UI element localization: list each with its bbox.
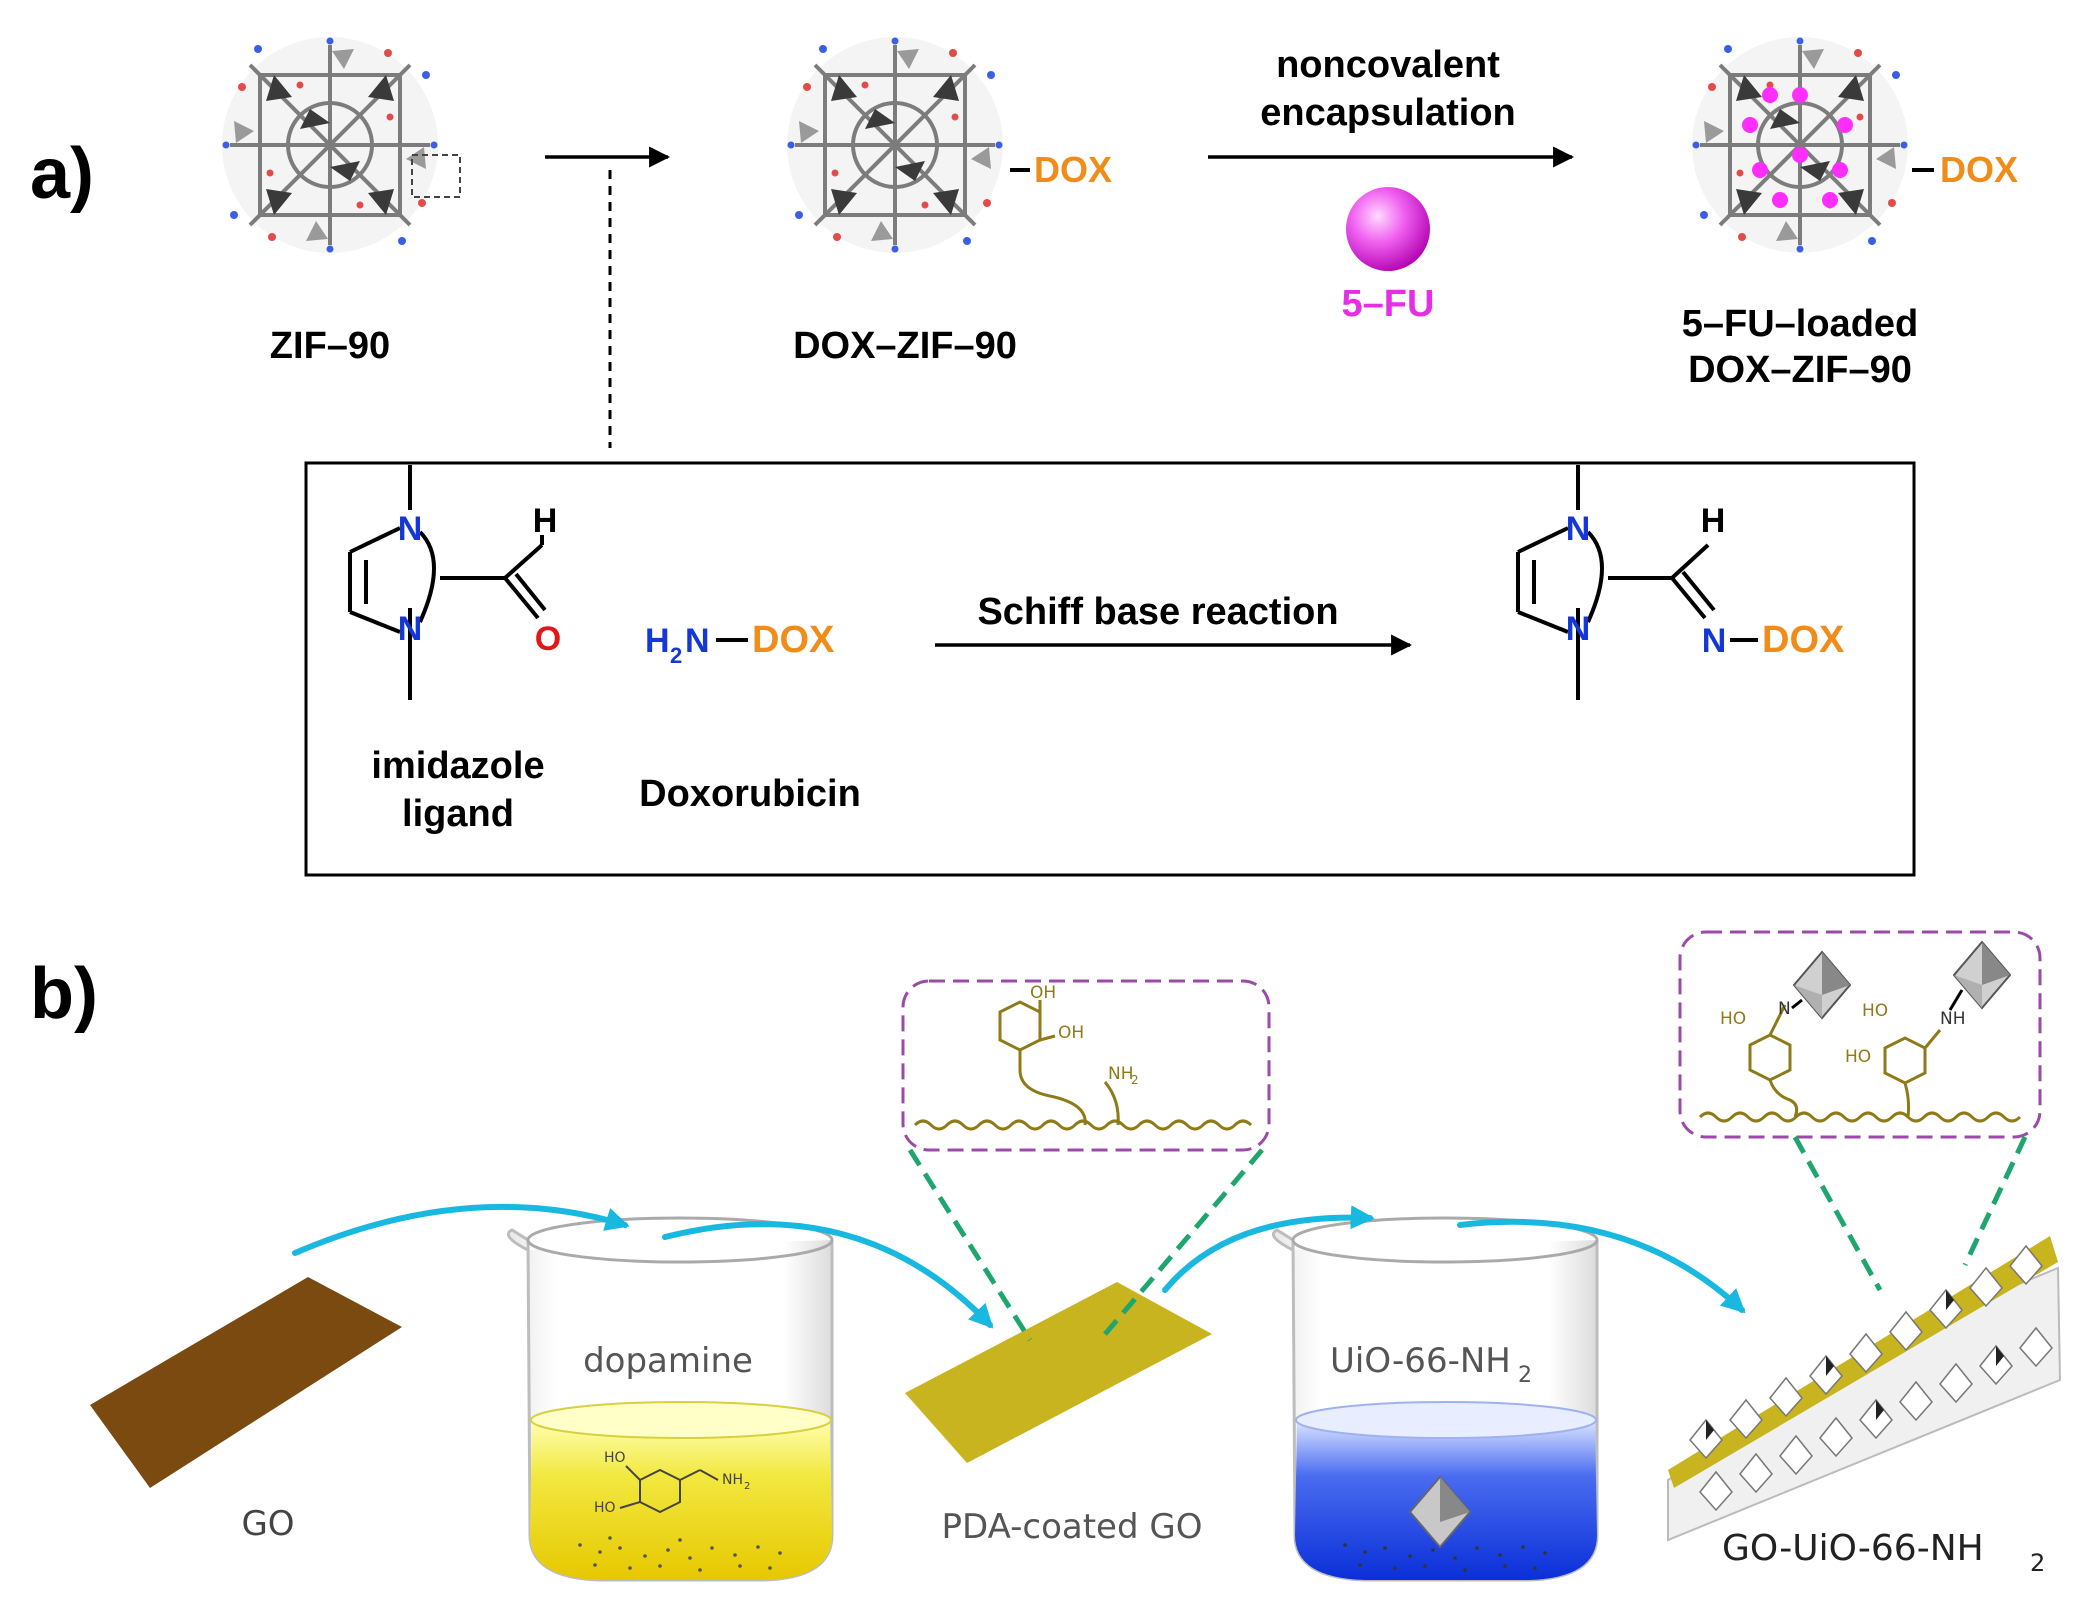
step2-label-line2: encapsulation — [1260, 92, 1516, 134]
product-n-bottom: N — [1566, 610, 1591, 648]
pda-inset-box — [901, 979, 1271, 1152]
ligand-label-line2: ligand — [402, 793, 514, 835]
pda-go-sheet — [905, 1282, 1212, 1463]
dox-tag-1: DOX — [1034, 149, 1112, 190]
ligand-label-line1: imidazole — [371, 745, 544, 787]
process-arrows — [292, 1203, 1746, 1329]
uio-inset-ho2: HO — [1862, 1001, 1888, 1021]
doxorubicin-label: Doxorubicin — [639, 773, 861, 815]
pda-inset-oh1: OH — [1030, 983, 1056, 1003]
pda-inset-nh2-sub: 2 — [1131, 1073, 1139, 1087]
uio-label-sub: 2 — [1518, 1363, 1532, 1388]
pda-inset-oh2: OH — [1058, 1023, 1084, 1043]
5fu-loaded-dots — [1742, 87, 1853, 208]
uio-inset-callout-left — [1792, 1135, 1883, 1292]
pda-inset-structure — [913, 1000, 1253, 1131]
product-h: H — [1701, 502, 1726, 540]
uio-inset-structure — [1698, 1004, 2022, 1123]
product-n-top: N — [1566, 510, 1591, 548]
uio-inset-callout-right — [1962, 1135, 2028, 1267]
beaker1-ho2: HO — [594, 1500, 616, 1516]
panel-a-label: a) — [30, 134, 94, 214]
uio-inset-nh: NH — [1940, 1009, 1966, 1029]
beaker1-nh2-sub: 2 — [744, 1481, 750, 1492]
uio-beaker — [1272, 1216, 1599, 1582]
amine-n: N — [685, 622, 710, 660]
amine-h: H — [645, 622, 670, 660]
dox-reagent: DOX — [752, 619, 835, 661]
pda-go-label: PDA-coated GO — [942, 1507, 1203, 1547]
imidazole-n-top: N — [398, 510, 423, 548]
go-uio-composite — [1667, 1236, 2062, 1542]
dopamine-label: dopamine — [583, 1341, 753, 1381]
product-framework-image — [1690, 35, 1910, 255]
pda-inset-callout-right — [1098, 1148, 1264, 1342]
aldehyde-o: O — [535, 620, 561, 658]
5fu-sphere-icon — [1346, 187, 1430, 271]
beaker1-ho1: HO — [604, 1450, 626, 1466]
step2-label-line1: noncovalent — [1276, 44, 1500, 86]
arrow-uio-to-final — [1457, 1218, 1746, 1314]
beaker1-nh2: NH — [722, 1472, 743, 1488]
product-label-line2: DOX–ZIF–90 — [1688, 349, 1912, 391]
uio-inset-n: N — [1778, 999, 1791, 1019]
zif90-label: ZIF–90 — [270, 325, 390, 367]
final-label-main: GO-UiO-66-NH — [1722, 1528, 1984, 1569]
dox-zif90-label: DOX–ZIF–90 — [793, 325, 1017, 367]
pda-inset-nh2: NH — [1108, 1064, 1134, 1084]
dox-zif90-framework-image — [785, 35, 1005, 255]
uio-inset-octahedra — [1791, 940, 2012, 1020]
panel-b-label: b) — [30, 954, 98, 1034]
dopamine-beaker — [507, 1216, 834, 1582]
product-label-line1: 5–FU–loaded — [1682, 303, 1919, 345]
imine-product-structure — [1516, 465, 1758, 700]
schiff-reaction-label: Schiff base reaction — [977, 591, 1338, 633]
zif90-framework-image — [220, 35, 440, 255]
beaker2-particles — [1343, 1543, 1547, 1572]
uio-inset-box — [1678, 930, 2042, 1139]
zif90-highlight-box — [411, 154, 461, 198]
go-label: GO — [241, 1504, 294, 1544]
product-dox: DOX — [1762, 619, 1845, 661]
product-imine-n: N — [1702, 622, 1727, 660]
aldehyde-h: H — [533, 502, 558, 540]
uio-inset-ho1: HO — [1720, 1009, 1746, 1029]
schiff-reaction-box — [304, 461, 1916, 877]
beaker1-particles — [578, 1536, 782, 1572]
uio-label-main: UiO-66-NH — [1330, 1341, 1511, 1381]
beaker1-dopamine-structure — [619, 1465, 719, 1514]
imidazole-n-bottom: N — [398, 610, 423, 648]
pda-inset-callout-left — [907, 1148, 1033, 1342]
amine-subscript: 2 — [670, 643, 682, 668]
arrow-go-to-dopamine — [292, 1203, 630, 1256]
final-label-sub: 2 — [2030, 1549, 2045, 1577]
imidazole-structure — [348, 465, 547, 700]
uio-inset-ho3: HO — [1845, 1047, 1871, 1067]
arrow-dopamine-to-pda — [662, 1221, 994, 1329]
dox-tag-2: DOX — [1940, 149, 2018, 190]
arrow-pda-to-uio — [1162, 1205, 1375, 1293]
go-sheet — [90, 1277, 402, 1488]
5fu-label: 5–FU — [1342, 283, 1435, 325]
